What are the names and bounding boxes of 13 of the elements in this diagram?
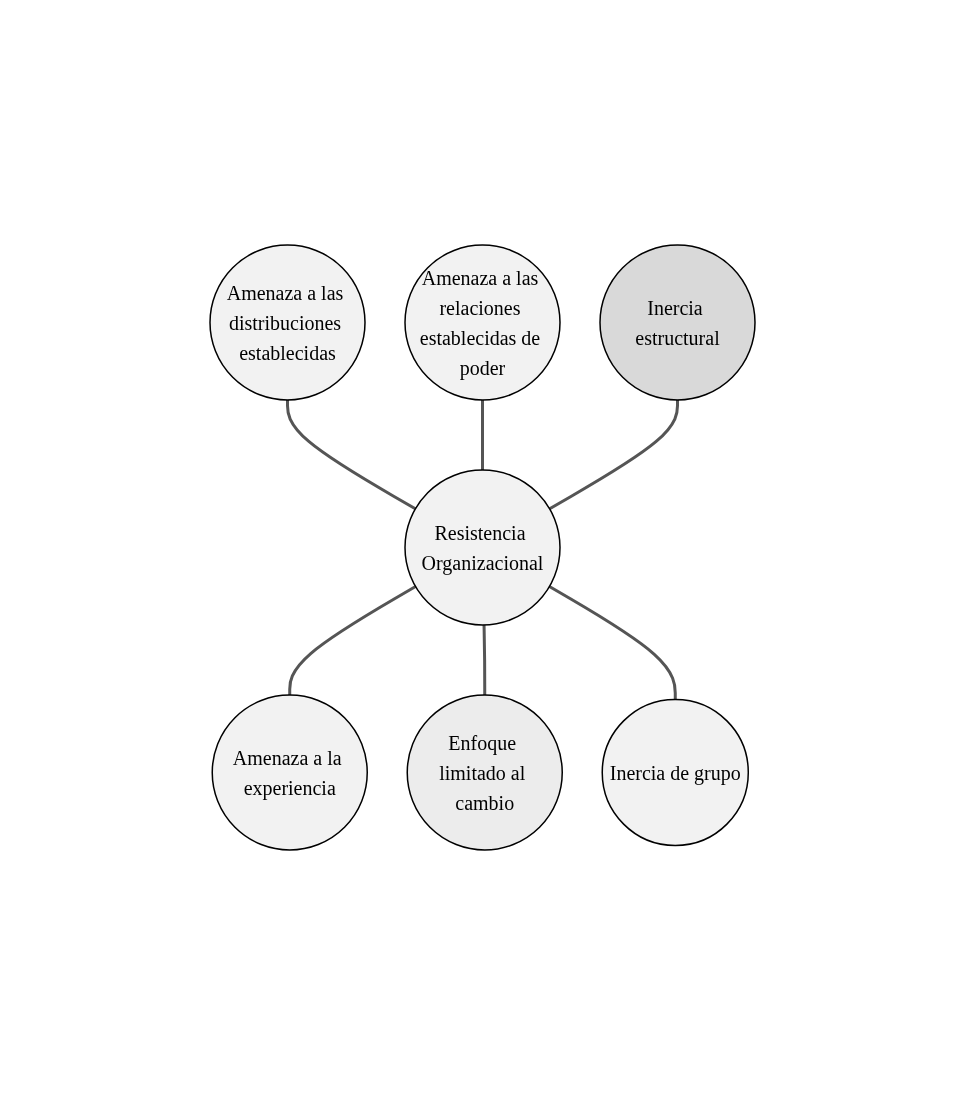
- connector: [548, 585, 677, 700]
- connector: [285, 400, 416, 511]
- connector: [480, 400, 484, 470]
- node-circle: Amenaza a las relaciones establecidas de poder: [403, 244, 561, 401]
- node-circle: Amenaza a la experiencia: [211, 694, 368, 851]
- connector: [482, 624, 486, 695]
- connector: [548, 400, 679, 511]
- node-circle: Inercia estructural: [598, 244, 756, 401]
- connector: [287, 585, 416, 695]
- node-circle: Enfoque limitado al cambio: [406, 694, 563, 851]
- node-circle: Inercia de grupo: [601, 698, 749, 847]
- node-circle: Resistencia Organizacional: [403, 469, 561, 626]
- node-circle: Amenaza a las distribuciones establecidas: [208, 244, 366, 401]
